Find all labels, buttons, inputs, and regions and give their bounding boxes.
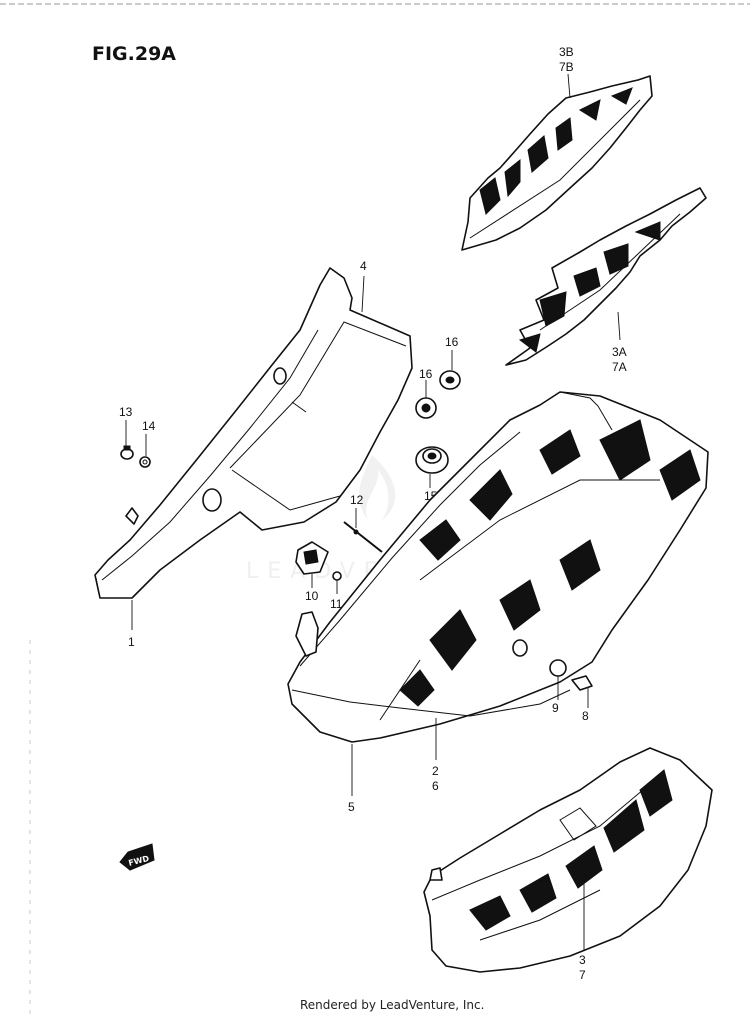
frame-cover-part-1 — [94, 267, 413, 599]
decal-3a-7a — [505, 187, 707, 366]
screw-part-8 — [571, 675, 593, 691]
clip-part-10 — [295, 541, 329, 575]
callout-13: 13 — [119, 405, 133, 419]
callout-16-lower: 16 — [419, 367, 433, 381]
callout-2: 2 — [432, 764, 439, 778]
callout-7b: 7B — [559, 60, 574, 74]
callout-5: 5 — [348, 800, 355, 814]
callout-6: 6 — [432, 779, 439, 793]
callout-7a: 7A — [612, 360, 627, 374]
callout-12: 12 — [350, 493, 364, 507]
callout-16-upper: 16 — [445, 335, 459, 349]
leader-4 — [361, 275, 365, 313]
callout-11: 11 — [330, 597, 343, 611]
grommet-part-16-upper — [439, 370, 461, 390]
callout-4: 4 — [360, 259, 367, 273]
callout-7: 7 — [579, 968, 586, 982]
callout-3: 3 — [579, 953, 586, 967]
callout-1: 1 — [128, 635, 135, 649]
forward-arrow-badge: FWD — [119, 843, 155, 871]
bolt-part-13 — [120, 445, 134, 460]
grommet-part-15 — [415, 446, 449, 474]
callout-3a: 3A — [612, 345, 627, 359]
leader-3a — [617, 311, 621, 341]
pin-part-12 — [343, 521, 383, 553]
side-cover-part-2-5 — [287, 391, 709, 743]
screw-part-11 — [332, 571, 342, 581]
callout-8: 8 — [582, 709, 589, 723]
figure-title: FIG.29A — [92, 43, 176, 65]
side-cover-part-3-7 — [423, 747, 713, 973]
washer-part-14 — [139, 456, 151, 468]
callout-10: 10 — [305, 589, 319, 603]
decal-3b-7b — [461, 75, 653, 251]
grommet-part-16-lower — [415, 397, 437, 419]
callout-14: 14 — [142, 419, 156, 433]
callout-3b: 3B — [559, 45, 574, 59]
leader-3b — [567, 73, 571, 99]
footer-credit: Rendered by LeadVenture, Inc. — [300, 998, 484, 1012]
callout-9: 9 — [552, 701, 559, 715]
